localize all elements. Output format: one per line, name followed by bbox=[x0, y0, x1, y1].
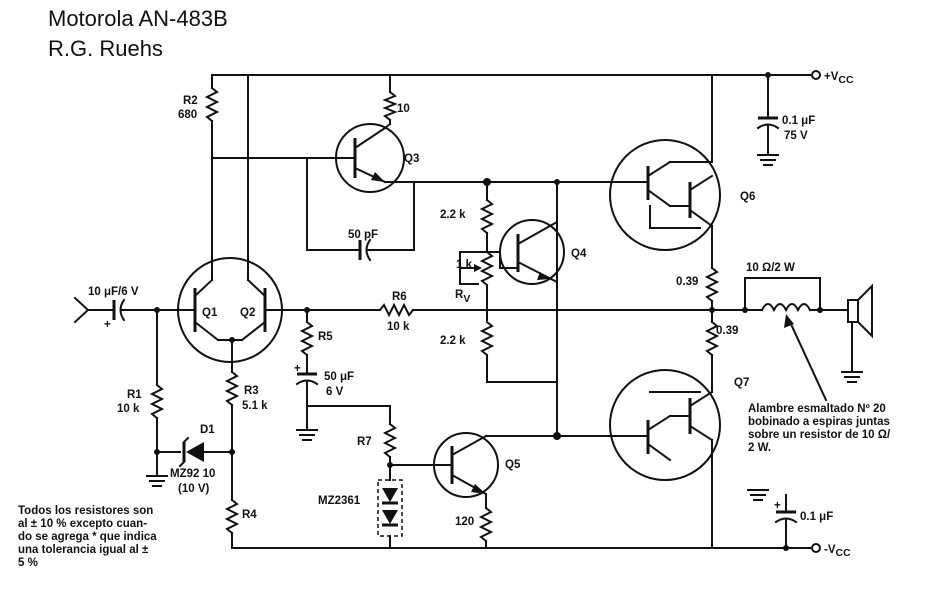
speaker-icon bbox=[841, 283, 873, 383]
q5-label: Q5 bbox=[505, 459, 521, 471]
vcc-negative-label: -VCC bbox=[824, 544, 851, 559]
bypass-capacitor-50uf bbox=[295, 372, 391, 441]
q7-label: Q7 bbox=[734, 377, 749, 389]
r1-value: 10 k bbox=[117, 403, 140, 415]
supply-capacitor-top-value: 0.1 μF bbox=[782, 115, 815, 127]
bias-resistor-top-value: 2.2 k bbox=[440, 209, 466, 221]
supply-capacitor-bottom bbox=[747, 489, 798, 551]
q6-darlington bbox=[609, 139, 721, 251]
r4-resistor bbox=[224, 498, 240, 549]
r5-label: R5 bbox=[318, 331, 333, 343]
output-coil-label: 10 Ω/2 W bbox=[746, 262, 795, 274]
bias-resistor-top bbox=[479, 181, 495, 253]
q4-transistor bbox=[486, 219, 565, 285]
bypass-capacitor-value: 50 μF bbox=[324, 371, 354, 383]
output-coil bbox=[711, 277, 849, 313]
coil-pointer-arrow bbox=[784, 314, 828, 402]
r2-value: 680 bbox=[178, 109, 197, 121]
q5-emitter-resistor-value: 120 bbox=[455, 516, 474, 528]
ground-left bbox=[146, 475, 168, 487]
r1-resistor bbox=[149, 309, 165, 477]
q3-emitter-resistor bbox=[382, 74, 398, 125]
supply-capacitor-top-voltage: 75 V bbox=[784, 130, 808, 142]
d1-label: D1 bbox=[200, 424, 215, 436]
q6-emitter-resistor bbox=[704, 266, 720, 311]
r2-label: R2 bbox=[183, 95, 198, 107]
input-capacitor bbox=[112, 298, 161, 322]
positive-rail bbox=[211, 70, 821, 80]
q4-label: Q4 bbox=[571, 248, 587, 260]
diagram-title: Motorola AN-483B bbox=[48, 6, 228, 31]
zener-part: MZ92 10 bbox=[170, 468, 215, 480]
bypass-capacitor-plus: + bbox=[294, 363, 301, 375]
r2-resistor bbox=[204, 74, 220, 159]
q5-transistor bbox=[433, 432, 558, 509]
compensation-capacitor-label: 50 pF bbox=[348, 229, 378, 241]
supply-capacitor-bottom-value: 0.1 μF bbox=[800, 511, 833, 523]
bias-resistor-bottom-value: 2.2 k bbox=[440, 335, 466, 347]
q6-emitter-resistor-value: 0.39 bbox=[676, 276, 698, 288]
q6-label: Q6 bbox=[740, 191, 755, 203]
q1-label: Q1 bbox=[202, 307, 218, 319]
r6-label: R6 bbox=[392, 291, 407, 303]
bias-potentiometer bbox=[459, 250, 495, 321]
tolerance-note: Todos los resistores son al ± 10 % excep… bbox=[18, 505, 157, 569]
q5-emitter-resistor bbox=[478, 506, 494, 549]
q7-darlington bbox=[609, 369, 721, 481]
input-capacitor-label: 10 μF/6 V bbox=[88, 286, 139, 298]
r7-label: R7 bbox=[357, 436, 372, 448]
r6-resistor bbox=[306, 302, 717, 318]
zener-voltage: (10 V) bbox=[178, 483, 209, 495]
r5-resistor bbox=[299, 309, 315, 373]
vcc-positive-label: +VCC bbox=[824, 71, 854, 86]
r3-resistor bbox=[224, 370, 240, 501]
input-terminal bbox=[73, 296, 113, 324]
mz2361-diodes bbox=[377, 479, 403, 549]
bias-potentiometer-value: 1 k bbox=[456, 259, 473, 271]
d1-zener-diode bbox=[156, 436, 233, 468]
diagram-author: R.G. Ruehs bbox=[48, 36, 163, 61]
q1-q2-dual-transistor bbox=[159, 257, 308, 363]
q2-label: Q2 bbox=[240, 307, 255, 319]
supply-capacitor-top bbox=[756, 72, 780, 166]
input-capacitor-plus: + bbox=[104, 319, 111, 331]
compensation-capacitor bbox=[306, 181, 415, 262]
q7-emitter-resistor-value: 0.39 bbox=[716, 325, 738, 337]
r7-resistor bbox=[382, 405, 398, 481]
supply-capacitor-bottom-plus: + bbox=[774, 500, 781, 512]
r1-label: R1 bbox=[127, 389, 142, 401]
r3-label: R3 bbox=[244, 385, 259, 397]
r6-value: 10 k bbox=[387, 321, 410, 333]
bias-potentiometer-label: RV bbox=[455, 289, 470, 305]
q7-emitter-resistor bbox=[704, 309, 720, 393]
r4-label: R4 bbox=[242, 509, 257, 521]
bypass-capacitor-voltage: 6 V bbox=[326, 386, 344, 398]
r3-value: 5.1 k bbox=[242, 400, 268, 412]
bias-resistor-bottom bbox=[479, 320, 558, 383]
negative-rail bbox=[231, 543, 821, 553]
coil-winding-note: Alambre esmaltado Nº 20 bobinado a espir… bbox=[748, 403, 891, 454]
q3-emitter-resistor-value: 10 bbox=[397, 103, 410, 115]
q3-transistor bbox=[335, 122, 405, 193]
diode-string-label: MZ2361 bbox=[318, 495, 361, 507]
q3-label: Q3 bbox=[404, 153, 419, 165]
